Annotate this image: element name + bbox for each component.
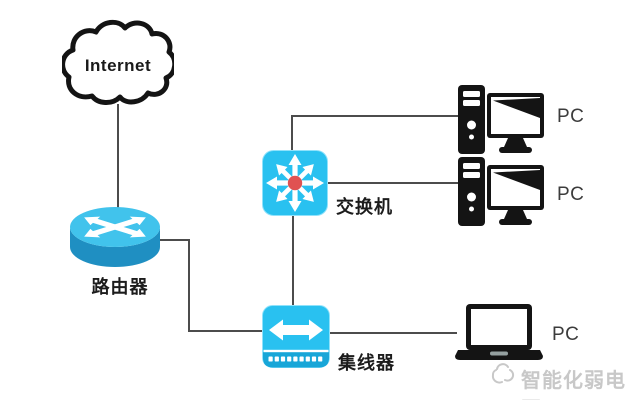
connection-switch-pc-middle [327,182,458,184]
cloud-logo-icon [488,361,520,389]
switch-icon [262,150,328,216]
connection-switch-riser [291,115,293,152]
connection-hub-pc-bottom [329,332,457,334]
hub-label: 集线器 [338,353,395,373]
connection-switch-pc-top [291,115,458,117]
connection-switch-hub [292,215,294,306]
connection-router-elbow-2 [188,239,190,332]
desktop-pc-icon [457,156,545,228]
watermark-text: 智能化弱电圈 [521,370,626,400]
hub-icon [262,305,330,368]
pc-middle-label: PC [557,184,585,205]
laptop-icon [455,303,543,363]
internet-cloud-icon: Internet [60,18,178,108]
router-label: 路由器 [91,277,149,297]
switch-label: 交换机 [336,197,393,217]
connection-router-elbow-1 [152,239,190,241]
desktop-pc-icon [457,84,545,156]
internet-label: Internet [84,56,152,75]
pc-top-label: PC [557,106,585,127]
connection-router-hub [188,330,264,332]
pc-bottom-label: PC [552,324,580,345]
connection-internet-router [117,104,119,208]
router-icon [70,206,160,268]
